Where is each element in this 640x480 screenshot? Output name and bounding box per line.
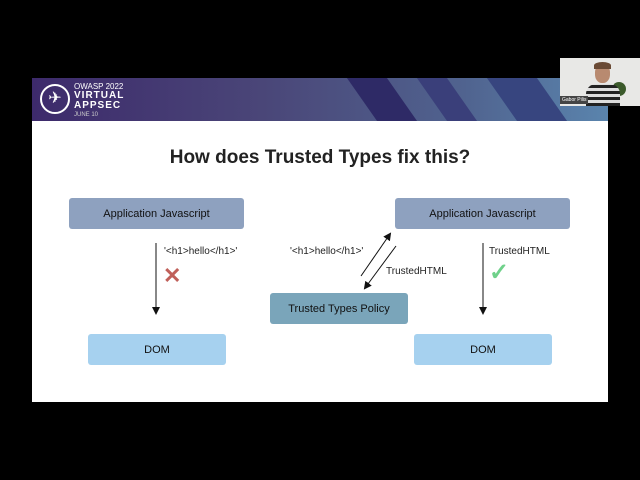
- flow-arrows: [152, 232, 487, 315]
- returned-trustedhtml-label: TrustedHTML: [386, 266, 447, 277]
- policy-box: Trusted Types Policy: [270, 293, 408, 324]
- check-icon: ✓: [489, 259, 510, 286]
- cross-icon: ✕: [163, 263, 182, 288]
- right-string-label: '<h1>hello</h1>': [290, 246, 364, 257]
- participant-name: Gabor Pilis: [560, 96, 589, 104]
- right-dom-box: DOM: [414, 334, 552, 365]
- conference-banner: ✈ OWASP 2022 VIRTUAL APPSEC JUNE 10: [32, 78, 608, 121]
- left-string-label: '<h1>hello</h1>': [164, 246, 238, 257]
- left-app-box: Application Javascript: [69, 198, 244, 229]
- webcam-feed: Gabor Pilis: [560, 58, 640, 106]
- output-trustedhtml-label: TrustedHTML: [489, 246, 550, 257]
- brand-line: APPSEC: [74, 100, 122, 111]
- policy-up-arrow: [360, 232, 392, 277]
- brand-line: VIRTUAL: [74, 90, 125, 101]
- brand-line: OWASP 2022: [74, 82, 124, 91]
- person-body: [586, 84, 620, 106]
- presentation-slide: ✈ OWASP 2022 VIRTUAL APPSEC JUNE 10 How …: [32, 78, 608, 402]
- policy-down-arrow: [363, 245, 397, 290]
- right-app-box: Application Javascript: [395, 198, 570, 229]
- slide-title: How does Trusted Types fix this?: [169, 147, 471, 168]
- owasp-logo-icon: ✈: [40, 84, 70, 114]
- brand-date: JUNE 10: [74, 112, 99, 118]
- person-hair: [594, 62, 611, 69]
- conference-brand: OWASP 2022 VIRTUAL APPSEC JUNE 10: [74, 82, 124, 120]
- left-dom-box: DOM: [88, 334, 226, 365]
